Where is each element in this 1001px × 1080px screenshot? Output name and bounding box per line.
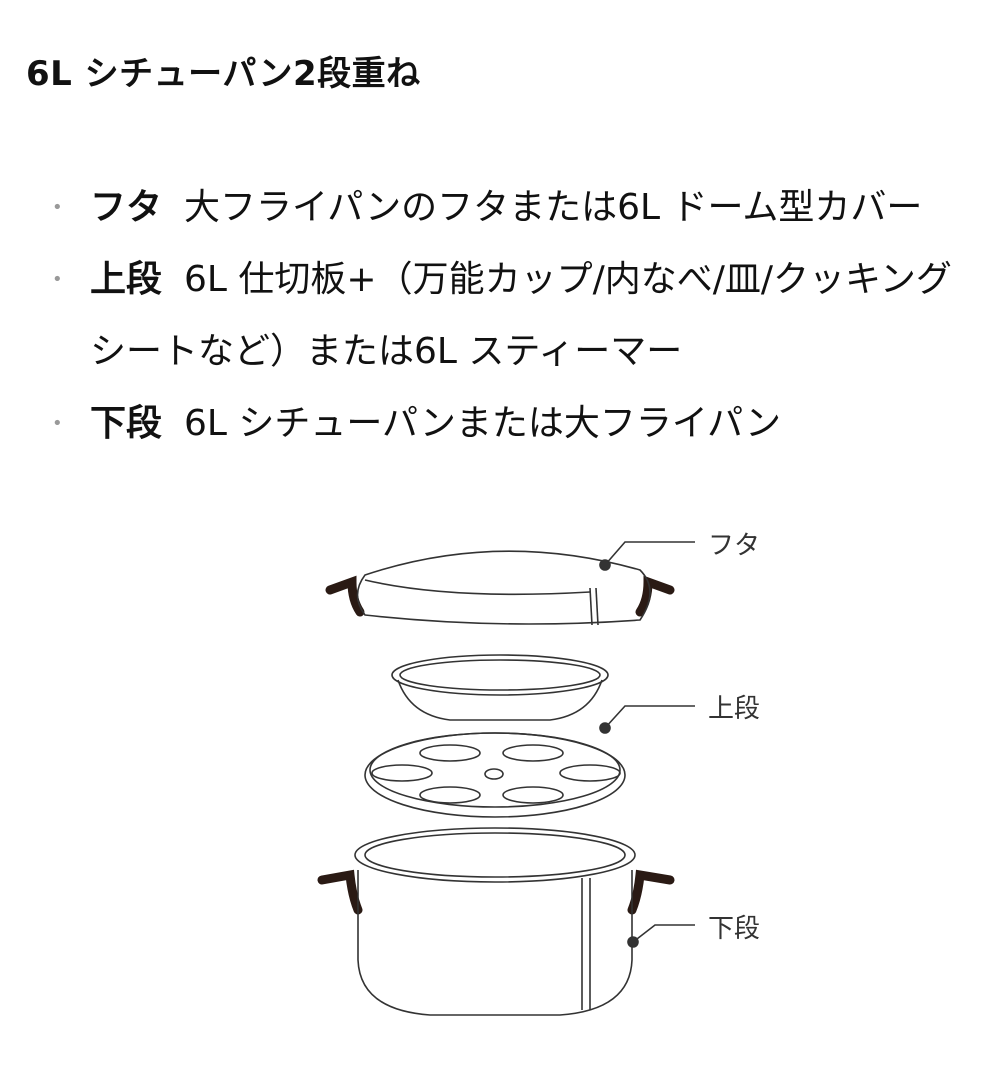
upper-tray-illustration: [391, 654, 609, 721]
leader-lines: [599, 541, 695, 948]
list-item-lower: • 下段 6L シチューパンまたは大フライパン: [50, 388, 950, 460]
stack-diagram: フタ 上段 下段: [300, 520, 800, 1040]
item-term: 下段: [90, 403, 163, 444]
item-description: 6L シチューパンまたは大フライパン: [184, 403, 781, 444]
label-lid: フタ: [708, 531, 761, 561]
lid-illustration: [325, 550, 675, 626]
item-term: 上段: [90, 259, 163, 300]
item-description: 6L 仕切板+（万能カップ/内なべ/皿/クッキングシートなど）または6L スティ…: [90, 259, 952, 372]
list-item-lid: • フタ大フライパンのフタまたは6L ドーム型カバー: [50, 172, 950, 244]
label-lower: 下段: [708, 914, 761, 944]
item-term: フタ: [90, 187, 163, 228]
bullet-icon: •: [52, 197, 63, 218]
pot-illustration-icon: [317, 541, 695, 1016]
label-upper: 上段: [708, 694, 761, 724]
bullet-icon: •: [52, 413, 63, 434]
bullet-icon: •: [52, 269, 63, 290]
item-description: 大フライパンのフタまたは6L ドーム型カバー: [184, 187, 923, 228]
steam-plate-illustration: [364, 732, 626, 818]
page-title: 6L シチューパン2段重ね: [26, 54, 421, 94]
lower-pot-illustration: [317, 827, 675, 1016]
